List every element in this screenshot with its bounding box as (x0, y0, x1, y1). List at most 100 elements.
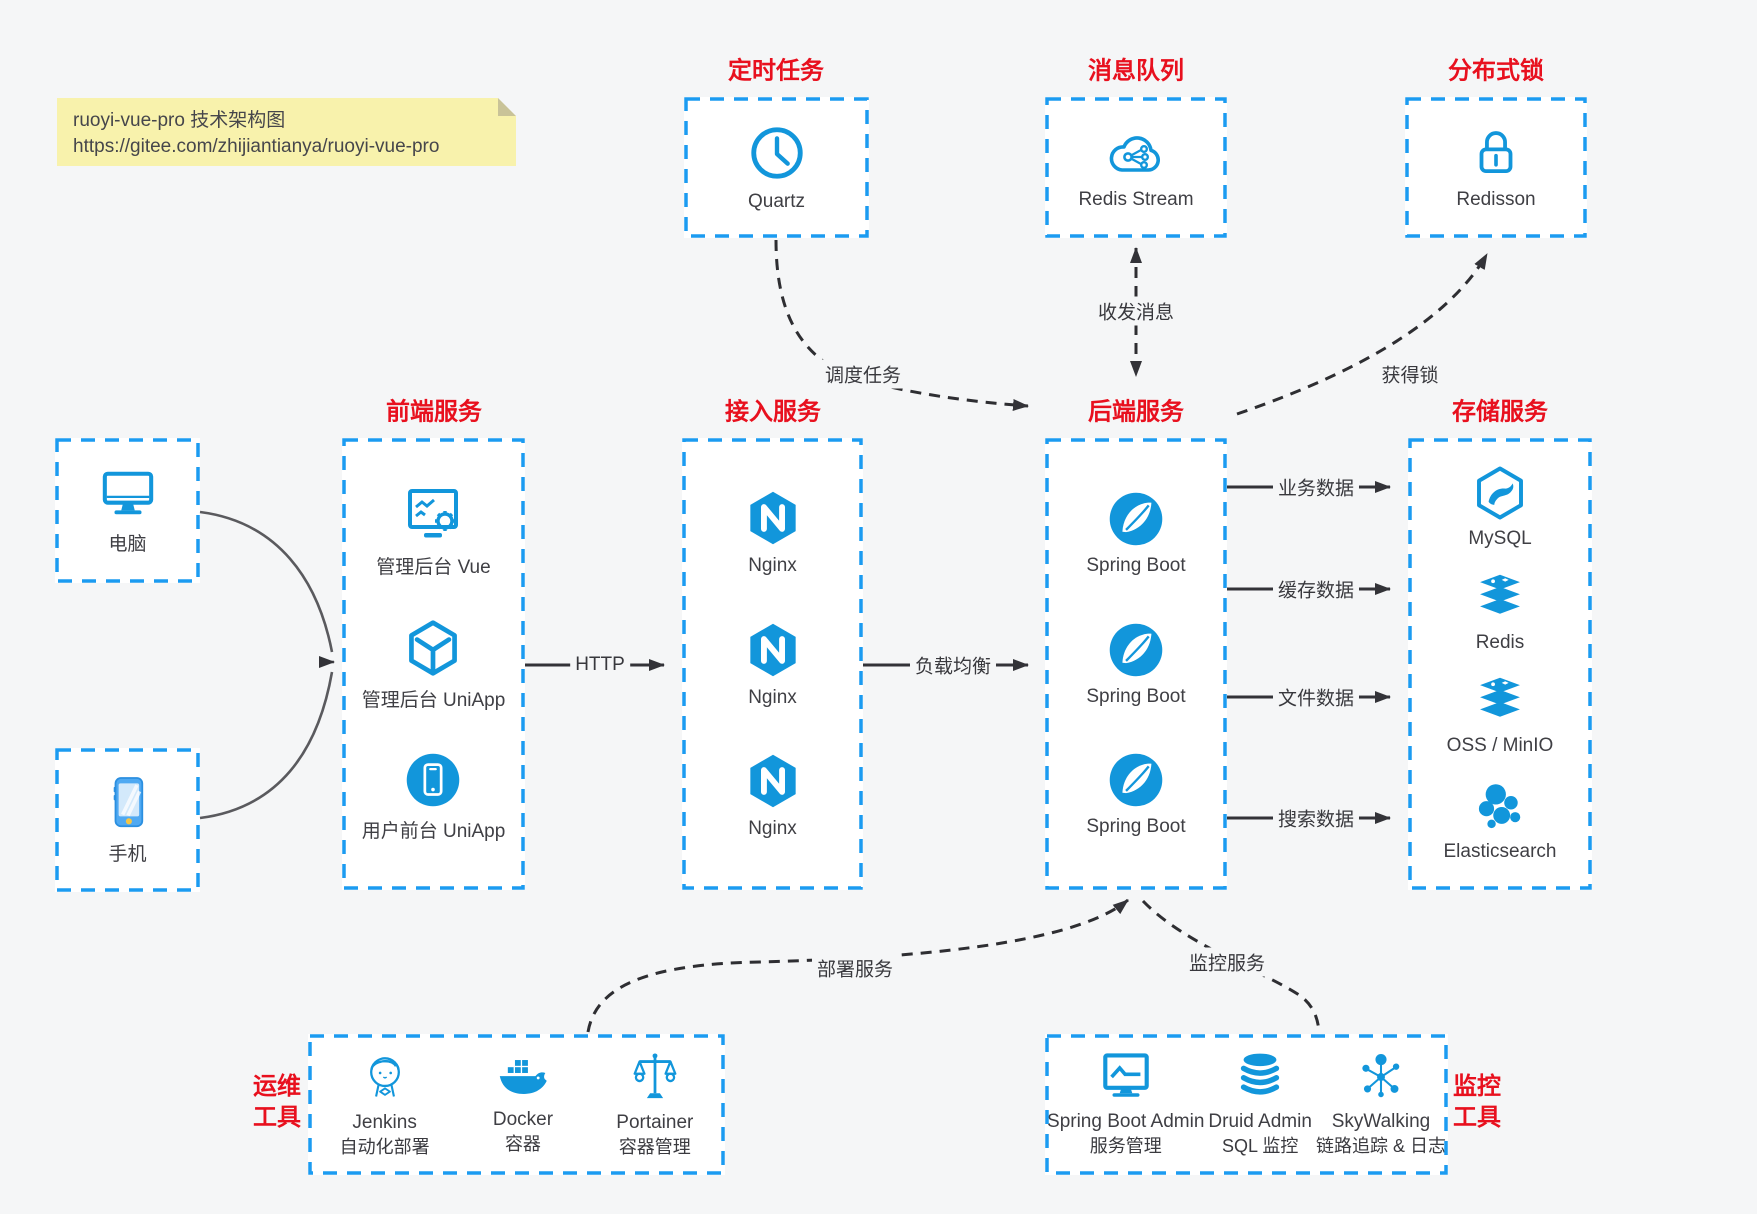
spring-boot-icon (1109, 753, 1163, 807)
list-item: Portainer 容器管理 (616, 1049, 693, 1159)
uniapp-cube-icon (409, 620, 458, 676)
cache-data-label: 缓存数据 (1272, 574, 1360, 604)
nginx-icon (749, 491, 796, 545)
schedule-label: 调度任务 (819, 359, 907, 389)
monitor-label: 监控服务 (1183, 947, 1271, 977)
elasticsearch-icon (1478, 784, 1521, 829)
item-label: Portainer (616, 1112, 694, 1134)
item-sublabel: SQL 监控 (1221, 1136, 1299, 1157)
cloud-stream-icon (1109, 136, 1160, 172)
note-title: ruoyi-vue-pro 技术架构图 (73, 110, 286, 131)
title-message-queue: 消息队列 (1088, 57, 1184, 85)
monitoring-box: Spring Boot Admin 服务管理 Druid Admin SQL 监… (1045, 1034, 1448, 1175)
list-item: SkyWalking 链路追踪 & 日志 (1316, 1050, 1446, 1158)
sticky-note: ruoyi-vue-pro 技术架构图 https://gitee.com/zh… (57, 98, 516, 166)
quartz-box: Quartz (684, 97, 869, 238)
item-label: Druid Admin (1208, 1111, 1312, 1133)
item-sublabel: 链路追踪 & 日志 (1315, 1136, 1446, 1157)
list-item: Quartz (746, 122, 808, 213)
item-label: 管理后台 UniApp (361, 690, 506, 711)
item-sublabel: 容器 (504, 1134, 541, 1155)
item-label: 手机 (108, 844, 147, 865)
item-label: 用户前台 UniApp (361, 821, 506, 842)
redisson-box: Redisson (1405, 97, 1587, 238)
list-item: 用户前台 UniApp (361, 751, 506, 843)
list-item: Jenkins 自动化部署 (340, 1049, 430, 1159)
item-label: Spring Boot (1086, 685, 1186, 707)
list-item: Spring Boot (1086, 751, 1186, 838)
skywalking-icon (1362, 1054, 1400, 1098)
list-item: Docker 容器 (493, 1052, 553, 1156)
list-item: Nginx (744, 751, 802, 840)
load-balance-label: 负载均衡 (909, 650, 997, 680)
deploy-label: 部署服务 (811, 953, 899, 983)
list-item: 手机 (103, 774, 153, 866)
client-connectors (199, 510, 335, 820)
list-item: Nginx (744, 620, 802, 709)
list-item: Redisson (1456, 124, 1536, 211)
computer-box: 电脑 (55, 438, 200, 583)
item-label: Redis Stream (1078, 189, 1194, 210)
http-label: HTTP (570, 653, 630, 677)
list-item: Elasticsearch (1444, 780, 1557, 863)
item-label: Quartz (747, 191, 806, 212)
title-gateway: 接入服务 (725, 398, 821, 426)
item-label: Spring Boot (1086, 554, 1186, 576)
list-item: 管理后台 Vue (376, 485, 491, 579)
file-data-label: 文件数据 (1272, 682, 1360, 712)
title-backend: 后端服务 (1088, 398, 1184, 426)
item-label: Docker (492, 1109, 554, 1131)
backend-box: Spring Boot Spring Boot Spring Boot (1045, 438, 1227, 890)
title-monitor-tools: 监控 工具 (1453, 1072, 1501, 1131)
portainer-scales-icon (633, 1053, 677, 1099)
list-item: Spring Boot Admin 服务管理 (1047, 1050, 1204, 1158)
item-label: Jenkins (352, 1112, 417, 1134)
list-item: MySQL (1468, 465, 1532, 550)
item-sublabel: 容器管理 (618, 1137, 691, 1158)
frontend-box: 管理后台 Vue 管理后台 UniApp 用户前台 UniApp (342, 438, 525, 890)
druid-database-icon (1241, 1053, 1280, 1095)
redis-stream-box: Redis Stream (1045, 97, 1227, 238)
acquire-lock-label: 获得锁 (1376, 359, 1444, 389)
messages-label: 收发消息 (1092, 296, 1180, 326)
item-label: Elasticsearch (1443, 841, 1557, 863)
title-storage: 存储服务 (1452, 398, 1548, 426)
business-data-label: 业务数据 (1272, 472, 1360, 502)
storage-box: MySQL Redis (1408, 438, 1592, 890)
item-label: OSS / MinIO (1446, 735, 1554, 757)
item-sublabel: 服务管理 (1089, 1136, 1162, 1157)
item-label: 电脑 (108, 533, 147, 555)
title-scheduled-tasks: 定时任务 (728, 57, 824, 85)
spring-boot-admin-icon (1102, 1053, 1149, 1098)
gateway-box: Nginx Nginx Nginx (682, 438, 863, 890)
item-sublabel: 自动化部署 (339, 1137, 430, 1158)
list-item: 电脑 (97, 466, 159, 556)
item-label: Nginx (748, 555, 797, 577)
list-item: Nginx (744, 488, 802, 577)
list-item: Spring Boot (1086, 490, 1186, 577)
mysql-icon (1477, 466, 1523, 520)
list-item: Druid Admin SQL 监控 (1208, 1050, 1312, 1158)
item-label: Spring Boot (1086, 816, 1186, 838)
phone-box: 手机 (55, 748, 200, 892)
nginx-icon (749, 623, 796, 676)
item-label: Nginx (748, 686, 797, 708)
item-label: Redisson (1456, 189, 1536, 210)
docker-icon (499, 1060, 547, 1095)
list-item: OSS / MinIO (1446, 676, 1554, 757)
item-label: Spring Boot Admin (1047, 1111, 1205, 1133)
item-label: Redis (1475, 631, 1525, 653)
title-devops-tools: 运维 工具 (253, 1072, 301, 1131)
spring-boot-icon (1109, 492, 1163, 546)
oss-minio-stack-icon (1480, 678, 1520, 718)
title-distributed-lock: 分布式锁 (1448, 57, 1544, 85)
lock-icon (1479, 131, 1513, 174)
item-label: 管理后台 Vue (376, 557, 491, 578)
nginx-icon (749, 754, 796, 808)
item-label: SkyWalking (1331, 1111, 1431, 1133)
spring-boot-icon (1109, 623, 1163, 676)
computer-icon (102, 471, 153, 514)
user-app-icon (407, 753, 460, 807)
title-frontend: 前端服务 (386, 398, 482, 426)
